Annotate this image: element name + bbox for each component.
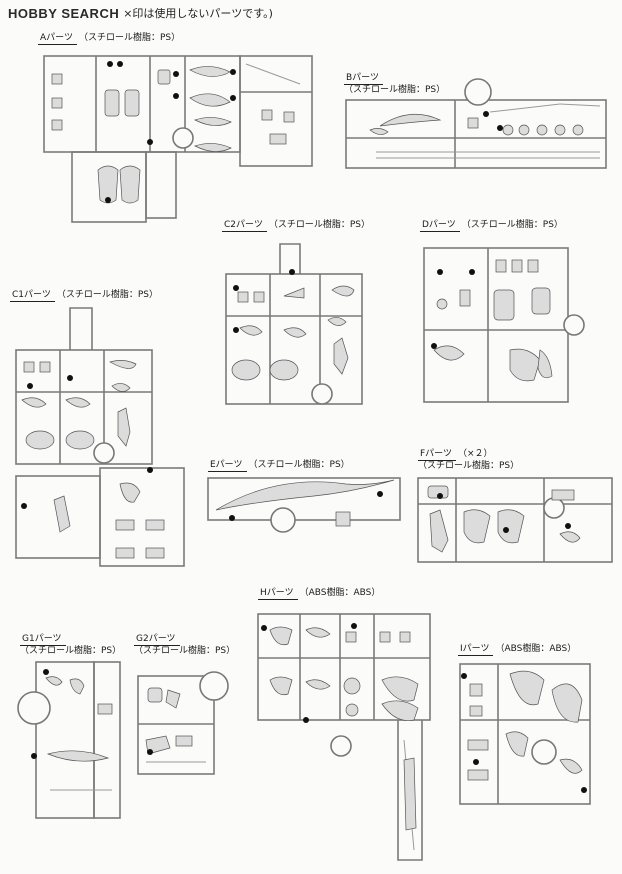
label-d-material: （スチロール樹脂：PS） bbox=[461, 220, 563, 230]
sprue-d bbox=[423, 247, 585, 403]
sprue-g2 bbox=[137, 671, 229, 775]
sprue-g1 bbox=[17, 661, 121, 819]
label-e-material: （スチロール樹脂：PS） bbox=[248, 460, 350, 470]
watermark-logo: HOBBY SEARCH bbox=[8, 5, 120, 21]
label-i-material: （ABS樹脂：ABS） bbox=[495, 644, 577, 654]
label-c2: C2パーツ（スチロール樹脂：PS） bbox=[222, 220, 370, 232]
label-c2-material: （スチロール樹脂：PS） bbox=[268, 220, 370, 230]
label-i: Iパーツ（ABS樹脂：ABS） bbox=[458, 644, 576, 656]
header-note: ×印は使用しないパーツです。) bbox=[123, 7, 273, 20]
sprue-h bbox=[257, 613, 431, 861]
label-b-name: Bパーツ bbox=[344, 73, 383, 85]
sprue-c1 bbox=[15, 307, 185, 567]
label-f-count: （×２） bbox=[458, 449, 493, 459]
label-h-material: （ABS樹脂：ABS） bbox=[299, 588, 381, 598]
label-h: Hパーツ（ABS樹脂：ABS） bbox=[258, 588, 380, 600]
label-b: Bパーツ （スチロール樹脂：PS） bbox=[344, 73, 445, 96]
label-h-name: Hパーツ bbox=[258, 588, 298, 600]
sprue-b bbox=[345, 78, 607, 169]
label-b-material: （スチロール樹脂：PS） bbox=[344, 85, 446, 95]
label-d: Dパーツ（スチロール樹脂：PS） bbox=[420, 220, 563, 232]
sprue-i bbox=[459, 663, 591, 805]
label-c2-name: C2パーツ bbox=[222, 220, 267, 232]
header: HOBBY SEARCH ×印は使用しないパーツです。) bbox=[8, 4, 273, 22]
label-g1-name: G1パーツ bbox=[20, 634, 66, 646]
label-a-material: （スチロール樹脂：PS） bbox=[78, 33, 181, 43]
label-a: Aパーツ（スチロール樹脂：PS） bbox=[38, 33, 180, 45]
label-d-name: Dパーツ bbox=[420, 220, 460, 232]
label-c1: C1パーツ（スチロール樹脂：PS） bbox=[10, 290, 158, 302]
label-c1-name: C1パーツ bbox=[10, 290, 55, 302]
sprue-f bbox=[417, 477, 613, 563]
label-f-name: Fパーツ bbox=[418, 449, 456, 461]
sprue-a bbox=[43, 55, 313, 223]
label-g2-material: （スチロール樹脂：PS） bbox=[134, 646, 236, 656]
label-c1-material: （スチロール樹脂：PS） bbox=[56, 290, 158, 300]
label-g1-material: （スチロール樹脂：PS） bbox=[20, 646, 122, 656]
sprue-c2 bbox=[225, 243, 363, 405]
label-g1: G1パーツ （スチロール樹脂：PS） bbox=[20, 634, 121, 657]
label-g2: G2パーツ （スチロール樹脂：PS） bbox=[134, 634, 235, 657]
sprue-e bbox=[207, 477, 401, 533]
label-f-material: （スチロール樹脂：PS） bbox=[418, 461, 520, 471]
label-f: Fパーツ（×２） （スチロール樹脂：PS） bbox=[418, 449, 519, 472]
label-g2-name: G2パーツ bbox=[134, 634, 180, 646]
label-i-name: Iパーツ bbox=[458, 644, 494, 656]
label-e-name: Eパーツ bbox=[208, 460, 247, 472]
label-a-name: Aパーツ bbox=[38, 33, 77, 45]
label-e: Eパーツ（スチロール樹脂：PS） bbox=[208, 460, 350, 472]
